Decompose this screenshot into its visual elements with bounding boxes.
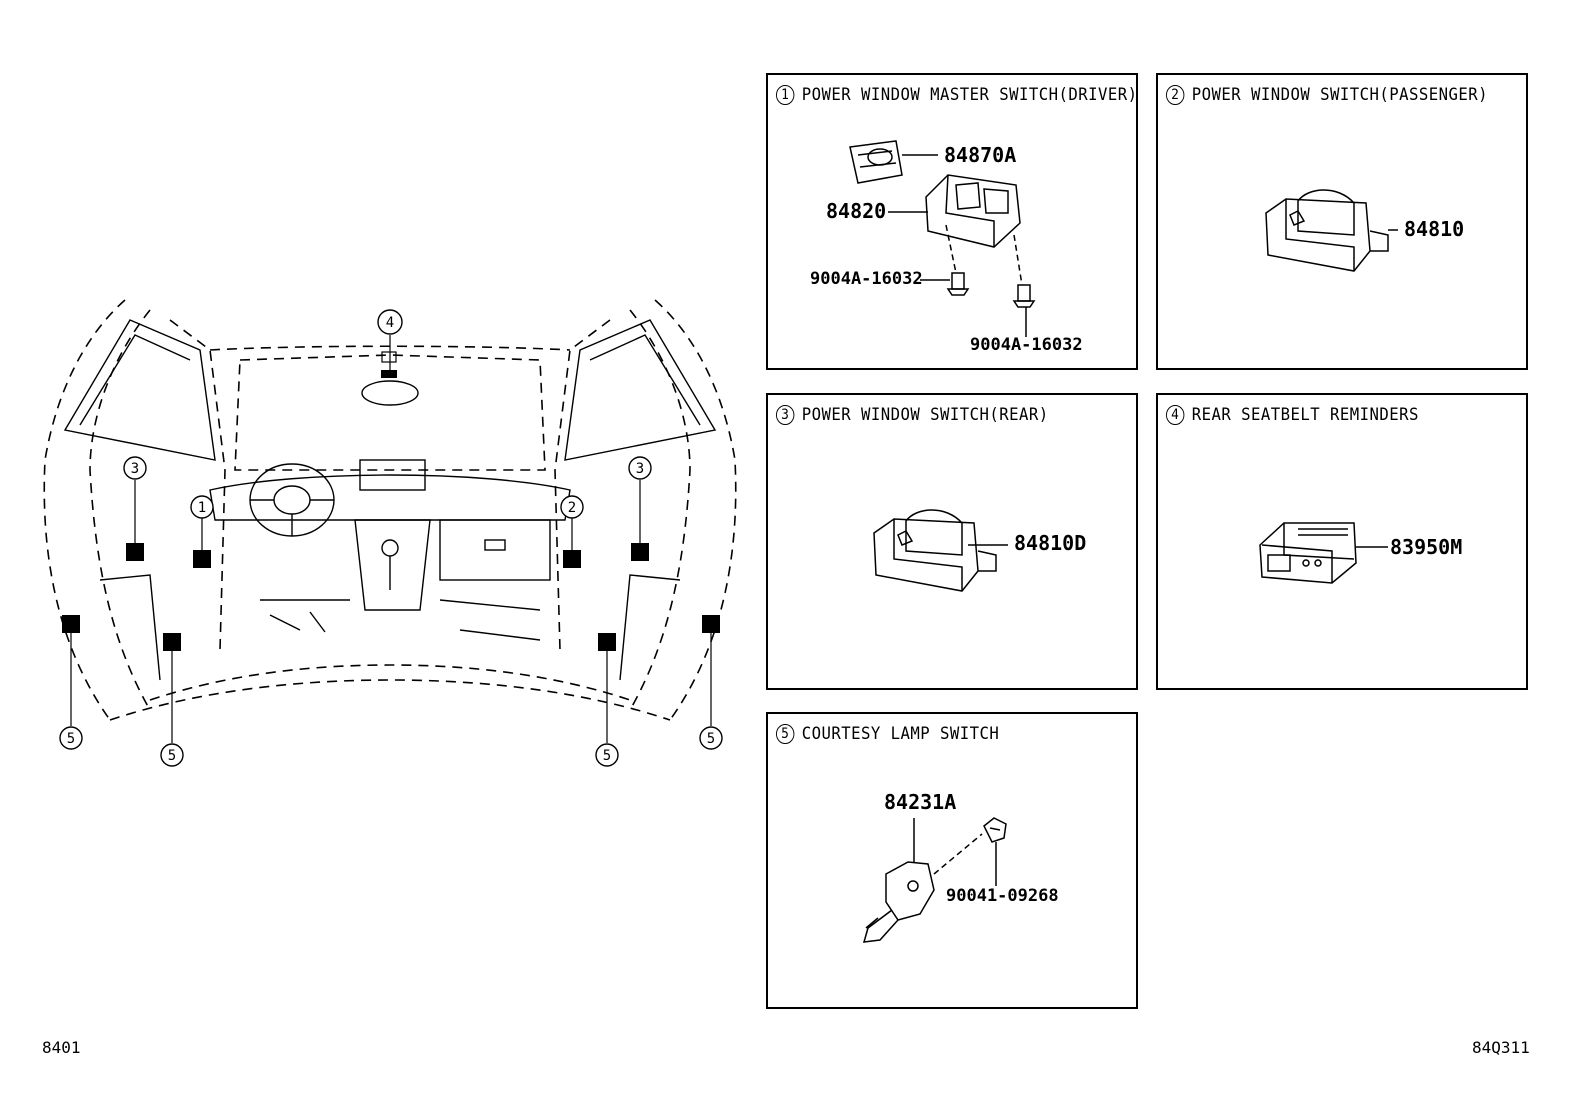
panel-rear-seatbelt-reminders: 4 REAR SEATBELT REMINDERS 83950M bbox=[1156, 393, 1528, 690]
callout-5-b-label: 5 bbox=[168, 748, 176, 764]
callout-5-d-label: 5 bbox=[707, 731, 715, 747]
marker-5-a bbox=[62, 615, 80, 633]
callout-5-c bbox=[595, 743, 619, 767]
part-number-84820: 84820 bbox=[826, 199, 887, 223]
footer-right-code: 84Q311 bbox=[1472, 1038, 1530, 1057]
marker-3-right bbox=[631, 543, 649, 561]
panel-title: 3 POWER WINDOW SWITCH(REAR) bbox=[776, 405, 1049, 425]
rear-switch-illustration bbox=[873, 509, 1008, 592]
marker-5-d bbox=[702, 615, 720, 633]
part-number-9004a-16032-left: 9004A-16032 bbox=[810, 269, 923, 289]
part-number-84231a: 84231A bbox=[884, 790, 957, 814]
vehicle-interior-overview: 1 2 3 3 4 5 5 5 5 bbox=[43, 299, 737, 767]
courtesy-lamp-switch-illustration bbox=[862, 817, 1007, 943]
part-number-84810: 84810 bbox=[1404, 217, 1465, 241]
part-number-84870a: 84870A bbox=[944, 143, 1017, 167]
dashboard bbox=[209, 474, 571, 521]
footer-left-code: 8401 bbox=[42, 1038, 81, 1057]
marker-5-c bbox=[598, 633, 616, 651]
callout-2 bbox=[560, 495, 584, 519]
panel-number: 2 bbox=[1166, 85, 1185, 105]
panel-title-text: POWER WINDOW MASTER SWITCH(DRIVER) bbox=[801, 85, 1138, 105]
callout-5-c-label: 5 bbox=[603, 748, 611, 764]
passenger-switch-illustration bbox=[1265, 189, 1398, 272]
glovebox bbox=[439, 519, 551, 581]
part-number-84810d: 84810D bbox=[1014, 531, 1087, 555]
callout-1 bbox=[190, 495, 214, 519]
callout-3-right bbox=[628, 456, 652, 480]
panel-number: 1 bbox=[776, 85, 795, 105]
panel-title: 1 POWER WINDOW MASTER SWITCH(DRIVER) bbox=[776, 85, 1138, 105]
callout-2-label: 2 bbox=[568, 500, 576, 516]
panel-number: 5 bbox=[776, 724, 795, 744]
panel-switch-passenger: 2 POWER WINDOW SWITCH(PASSENGER) 84810 bbox=[1156, 73, 1528, 370]
callout-5-a bbox=[59, 726, 83, 750]
center-console bbox=[354, 519, 431, 611]
panel-title: 5 COURTESY LAMP SWITCH bbox=[776, 724, 999, 744]
master-switch-illustration bbox=[849, 140, 1036, 337]
marker-5-b bbox=[163, 633, 181, 651]
part-number-83950m: 83950M bbox=[1390, 535, 1463, 559]
center-screen bbox=[359, 459, 426, 491]
panel-switch-rear: 3 POWER WINDOW SWITCH(REAR) 84810D bbox=[766, 393, 1138, 690]
seatbelt-reminder-illustration bbox=[1259, 522, 1388, 584]
marker-4 bbox=[381, 370, 397, 378]
panel-title: 2 POWER WINDOW SWITCH(PASSENGER) bbox=[1166, 85, 1488, 105]
callout-5-d bbox=[699, 726, 723, 750]
callout-3-right-label: 3 bbox=[636, 461, 644, 477]
panel-number: 4 bbox=[1166, 405, 1185, 425]
panel-master-switch-driver: 1 POWER WINDOW MASTER SWITCH(DRIVER) bbox=[766, 73, 1138, 370]
panel-title-text: COURTESY LAMP SWITCH bbox=[801, 724, 1000, 744]
windshield-outline bbox=[234, 354, 546, 471]
left-door-outline bbox=[43, 299, 126, 721]
callout-3-left bbox=[123, 456, 147, 480]
callout-4 bbox=[377, 309, 403, 335]
panel-title: 4 REAR SEATBELT REMINDERS bbox=[1166, 405, 1419, 425]
marker-3-left bbox=[126, 543, 144, 561]
panel-title-text: POWER WINDOW SWITCH(PASSENGER) bbox=[1191, 85, 1489, 105]
callout-4-label: 4 bbox=[386, 315, 394, 331]
rear-view-mirror bbox=[361, 380, 419, 406]
marker-2 bbox=[563, 550, 581, 568]
panel-title-text: POWER WINDOW SWITCH(REAR) bbox=[801, 405, 1049, 425]
callout-3-left-label: 3 bbox=[131, 461, 139, 477]
panel-title-text: REAR SEATBELT REMINDERS bbox=[1191, 405, 1419, 425]
callout-5-b bbox=[160, 743, 184, 767]
floor-outline bbox=[109, 679, 671, 721]
callout-1-label: 1 bbox=[198, 500, 206, 516]
panel-number: 3 bbox=[776, 405, 795, 425]
part-number-9004a-16032-right: 9004A-16032 bbox=[970, 335, 1083, 355]
marker-1 bbox=[193, 550, 211, 568]
panel-courtesy-lamp-switch: 5 COURTESY LAMP SWITCH 84231A 90041-0926… bbox=[766, 712, 1138, 1009]
part-number-90041-09268: 90041-09268 bbox=[946, 886, 1059, 906]
right-door-outline bbox=[654, 299, 737, 721]
callout-5-a-label: 5 bbox=[67, 731, 75, 747]
